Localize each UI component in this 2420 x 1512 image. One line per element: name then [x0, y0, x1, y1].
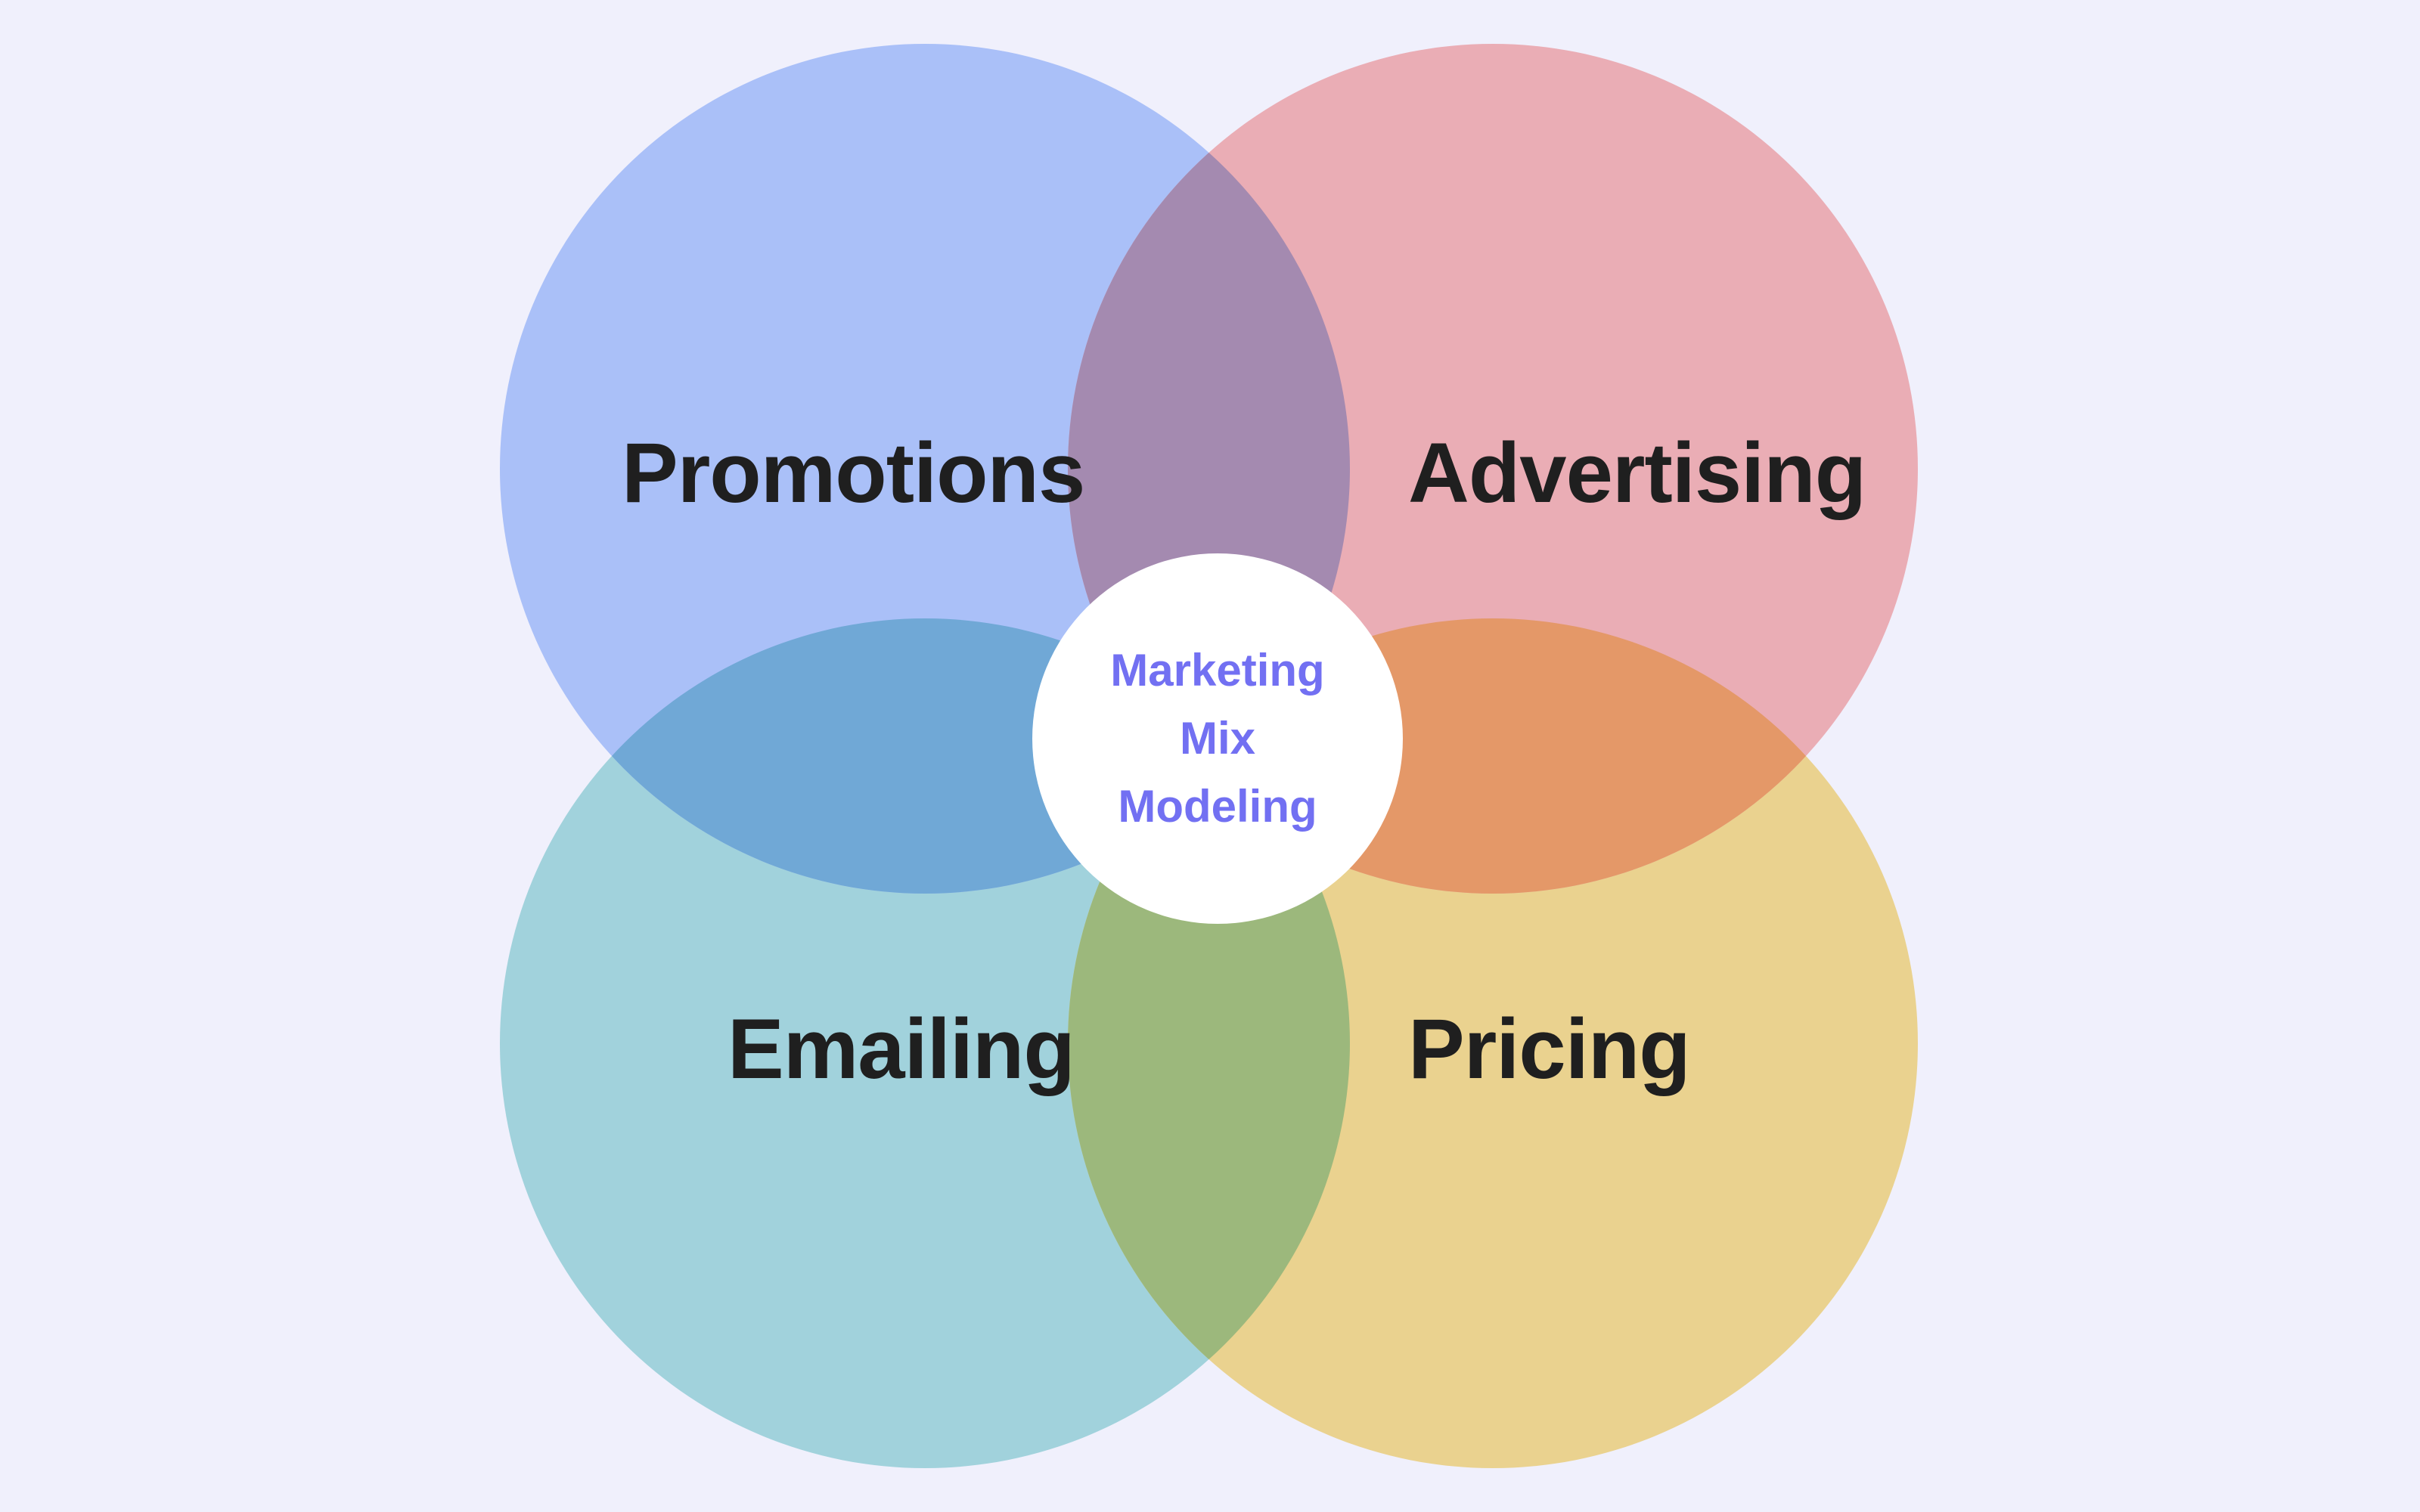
center-title: Marketing Mix Modeling — [1032, 553, 1403, 924]
center-title-line-2: Mix — [1179, 713, 1256, 764]
center-title-line-3: Modeling — [1118, 781, 1317, 832]
label-emailing: Emailing — [728, 1002, 1075, 1096]
label-pricing: Pricing — [1408, 1002, 1691, 1096]
label-promotions: Promotions — [622, 426, 1085, 520]
center-title-line-1: Marketing — [1110, 645, 1325, 696]
center-circle — [1032, 553, 1403, 924]
label-advertising: Advertising — [1408, 426, 1866, 520]
